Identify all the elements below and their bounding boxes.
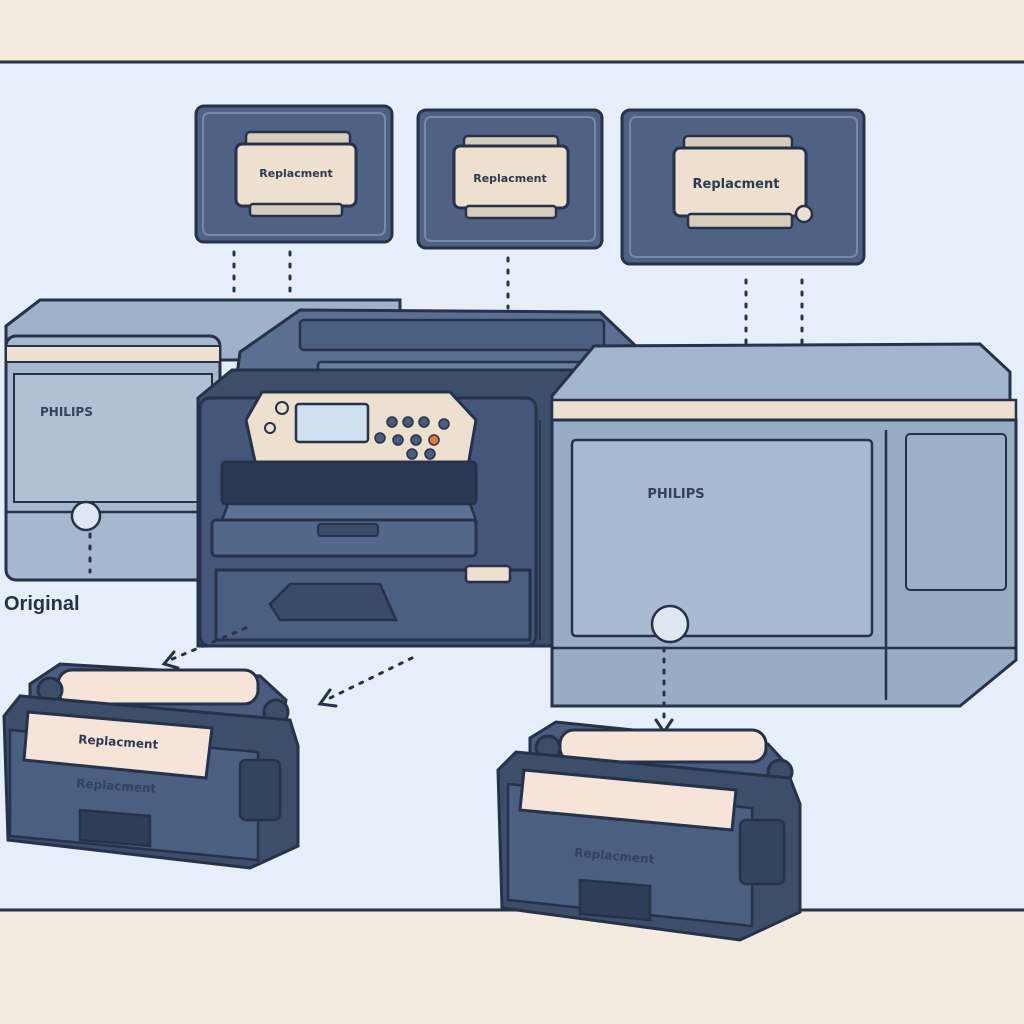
status-indicator-icon [70,500,102,532]
toner-cartridge-icon [234,130,358,218]
drum-cartridge-left [2,662,300,870]
roller [56,668,260,706]
callout-label: Replacment [259,167,333,180]
display-screen [294,402,370,444]
callout-panel-3: Replacment [620,108,866,266]
right-printer: PHILIPS [550,342,1018,708]
drum-top-label-plate [22,710,214,780]
left-printer: PHILIPS [4,298,402,582]
drum-cartridge-right [496,720,802,942]
drum-body-label: Replacment [76,776,157,796]
drum-top-label: Replacment [78,732,159,752]
status-indicator-icon [650,604,690,644]
drum-top-label-plate [518,768,738,832]
drum-body-label: Replacment [574,846,655,867]
original-label: Original [4,593,80,615]
center-printer [196,308,642,648]
right-printer-brand: PHILIPS [647,487,704,502]
callout-panel-2: Replacment [416,108,604,250]
dotted-arrows [168,626,666,722]
keypad-buttons [374,416,450,460]
callout-panel-1: Replacment [194,104,394,244]
callout-label: Replacment [473,172,547,185]
tray-handle [268,582,398,622]
roller [558,728,768,764]
left-printer-brand: PHILIPS [40,405,93,419]
callout-label: Replacment [693,177,780,192]
toner-cartridge-icon [452,134,570,220]
toner-cartridge-icon [672,134,814,230]
